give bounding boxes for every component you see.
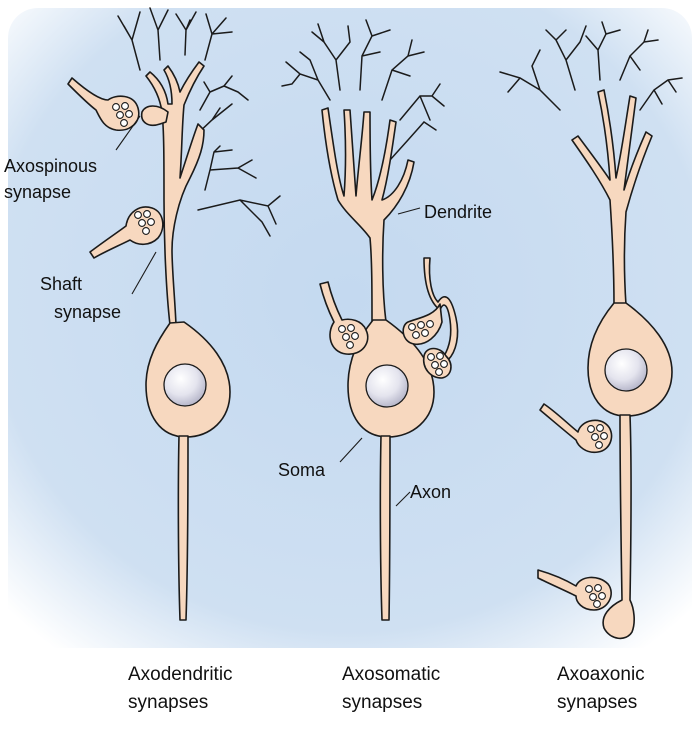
caption-axoaxonic-line2: synapses (557, 692, 637, 713)
label-shaft-line2: synapse (54, 302, 121, 322)
axon-3 (602, 414, 635, 640)
dendritic-branches-3 (499, 21, 683, 111)
shaft-terminal (89, 206, 164, 259)
caption-axodendritic-line2: synapses (128, 692, 208, 713)
label-soma: Soma (278, 460, 326, 480)
dendritic-branches-2 (281, 19, 445, 161)
captions: Axodendritic synapses Axosomatic synapse… (128, 664, 645, 713)
nucleus-2 (365, 364, 409, 408)
label-axospinous-line2: synapse (4, 182, 71, 202)
axon-1 (177, 435, 189, 621)
leader-axon (395, 491, 411, 507)
shaft-vesicles (134, 210, 155, 235)
caption-axoaxonic-line1: Axoaxonic (557, 664, 645, 685)
caption-axosomatic-line1: Axosomatic (342, 664, 440, 685)
caption-axodendritic-line1: Axodendritic (128, 664, 233, 685)
caption-axosomatic-line2: synapses (342, 692, 422, 713)
label-axospinous-line1: Axospinous (4, 156, 97, 176)
axospinous-vesicles (112, 102, 133, 127)
dendrite-trunk-3 (571, 89, 653, 306)
label-shaft-line1: Shaft (40, 274, 82, 294)
neuron-axosomatic (281, 19, 459, 621)
labels: Axospinous synapse Shaft synapse Dendrit… (4, 156, 492, 502)
dendrite-trunk-2 (321, 107, 415, 323)
dendritic-spine (140, 105, 169, 127)
axosomatic-vesicles-right-upper (408, 320, 434, 339)
leader-lines (115, 115, 421, 507)
neuron-axodendritic (67, 7, 281, 621)
leader-axospinous (115, 115, 141, 151)
leader-dendrite (397, 207, 421, 215)
nucleus-3 (604, 348, 648, 392)
axosomatic-vesicles-right-lower (427, 352, 448, 376)
axon-2 (379, 435, 391, 621)
label-dendrite: Dendrite (424, 202, 492, 222)
neuron-axoaxonic (499, 21, 683, 640)
leader-soma (339, 437, 363, 463)
axoaxonic-vesicles-lower (585, 584, 606, 608)
label-axon: Axon (410, 482, 451, 502)
dendritic-branches-1 (117, 7, 281, 237)
axoaxonic-vesicles-upper (587, 424, 608, 449)
nucleus-1 (163, 363, 207, 407)
leader-shaft (131, 251, 157, 295)
axosomatic-vesicles-left (338, 324, 359, 349)
